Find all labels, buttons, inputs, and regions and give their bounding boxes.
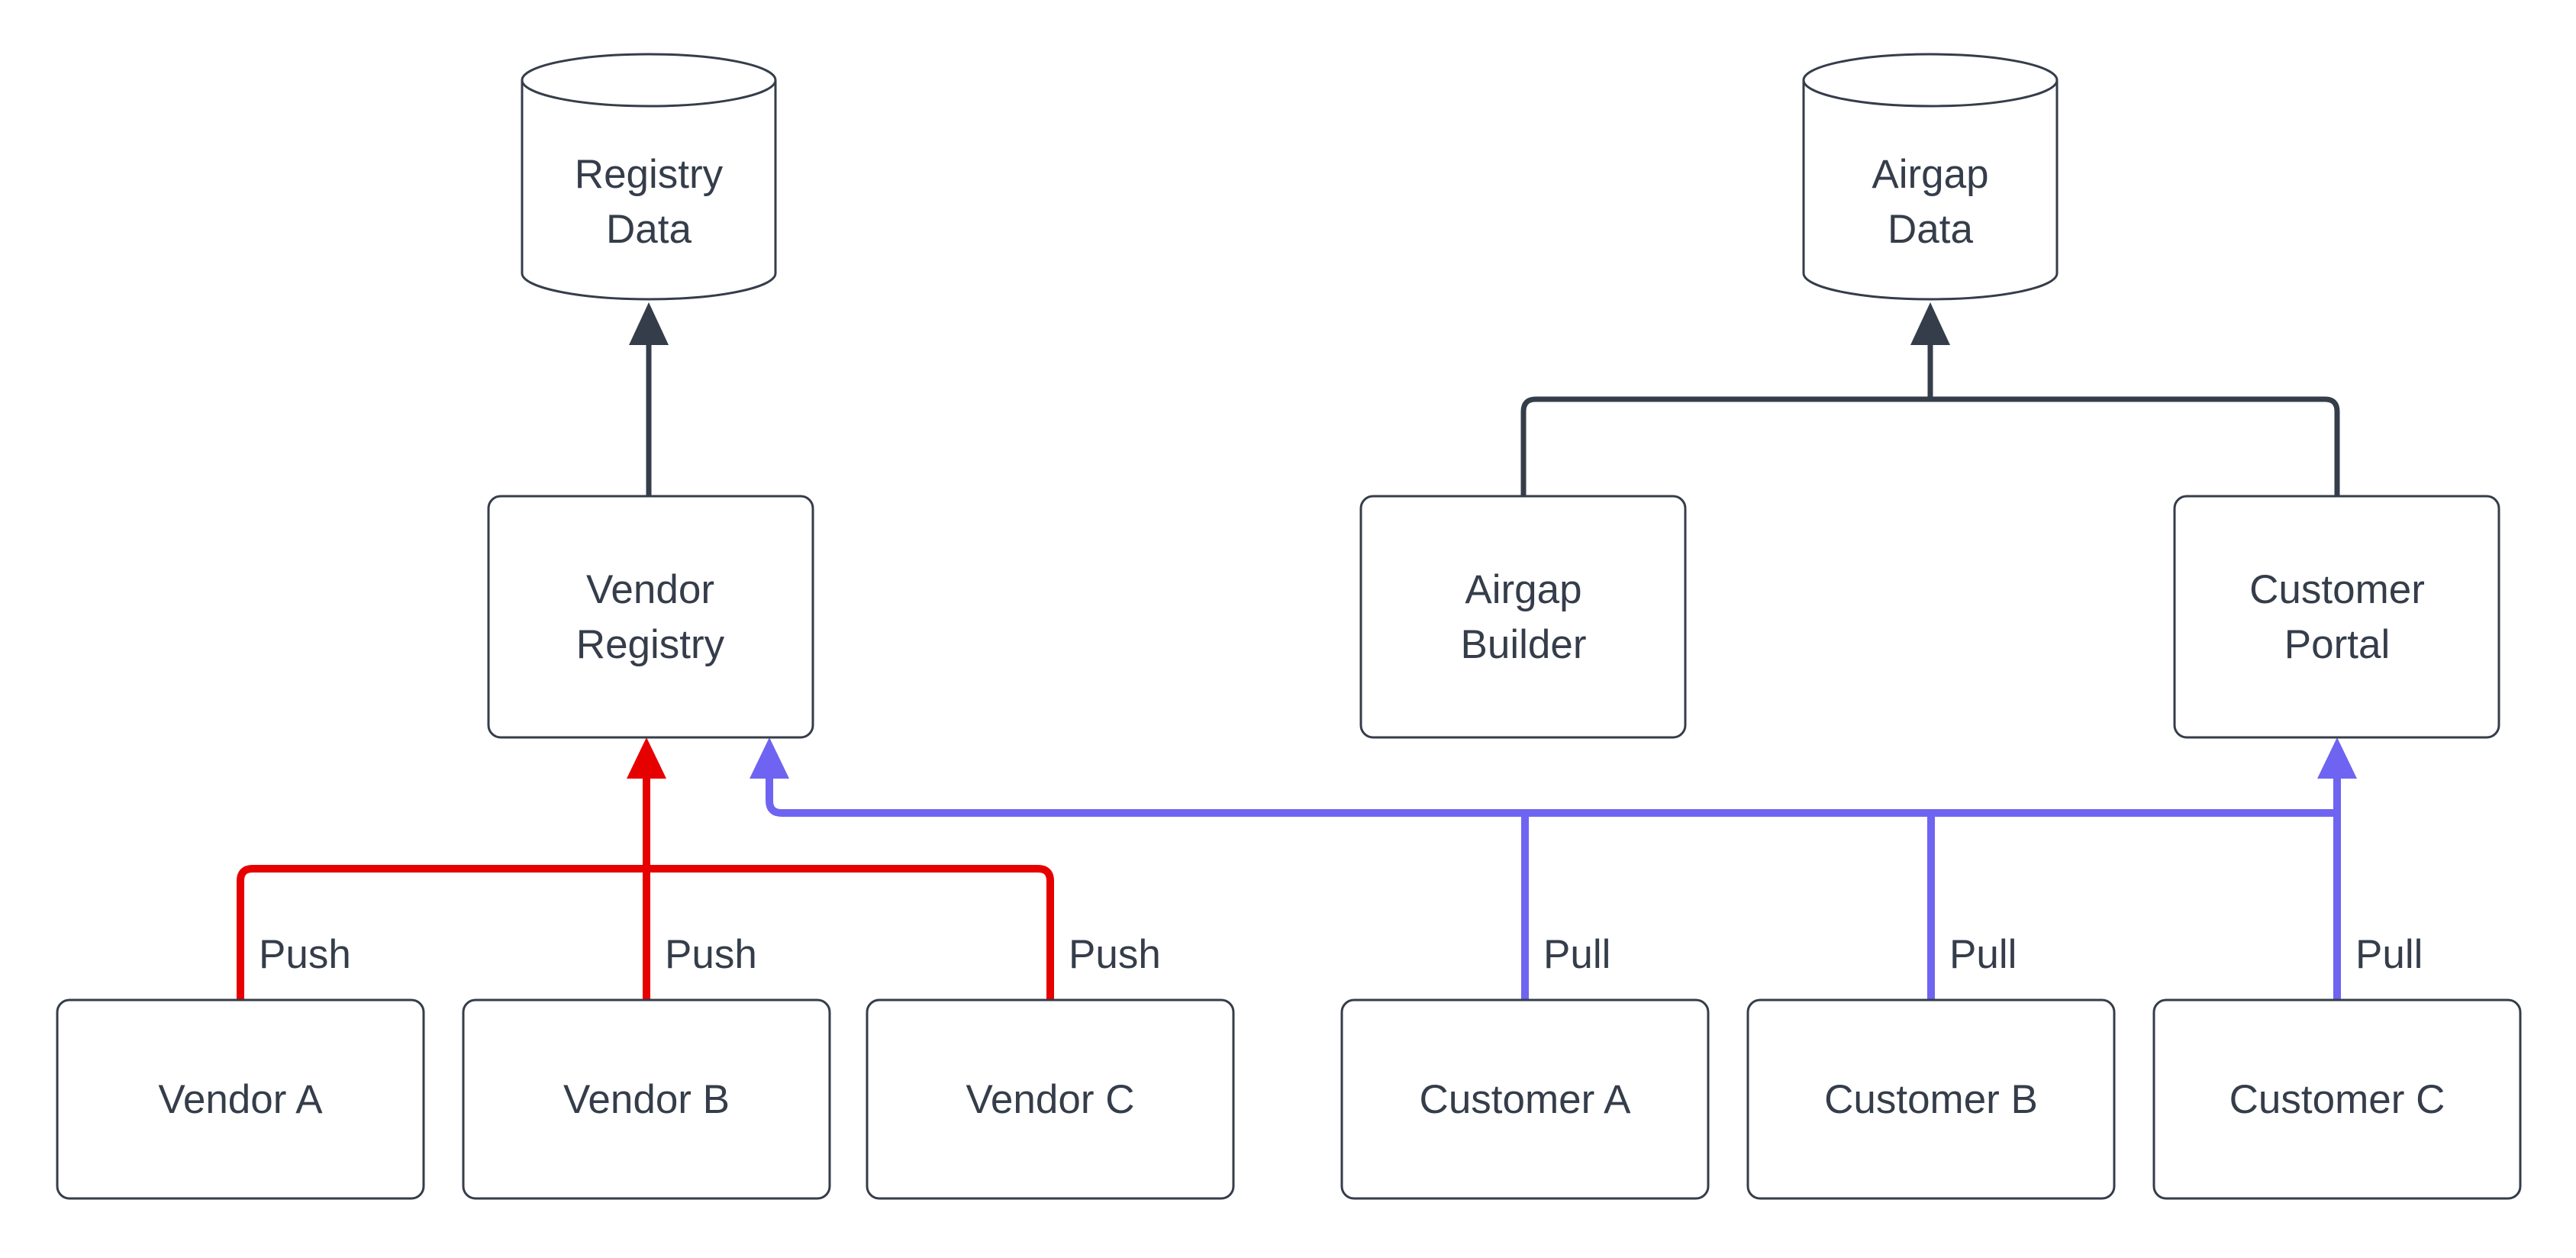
cylinder-body (1802, 80, 2059, 301)
node-rect (1340, 998, 1710, 1200)
node-label: Vendor A (158, 1077, 323, 1122)
node-label-line2: Builder (1461, 622, 1587, 667)
edge-vendors-push-bus (237, 737, 1054, 1000)
arrowhead-up-icon (750, 737, 789, 779)
node-label-line1: Registry (575, 152, 724, 197)
edge-label-pull-customer-c: Pull (2355, 932, 2423, 977)
node-rect (487, 495, 814, 739)
node-label-line1: Airgap (1465, 567, 1581, 612)
edge-builder-portal-to-airgap-data (1520, 302, 2340, 496)
node-customer-a: Customer A (1340, 998, 1710, 1200)
edge-line (1520, 396, 2340, 496)
edge-line (766, 776, 2337, 817)
edge-label-pull-customer-a: Pull (1543, 932, 1610, 977)
arrowhead-up-icon (627, 737, 666, 779)
arrowhead-up-icon (2317, 737, 2357, 779)
node-airgap-builder: Airgap Builder (1359, 495, 1687, 739)
node-airgap-data: Airgap Data (1802, 53, 2059, 301)
node-label: Customer A (1420, 1077, 1632, 1122)
node-rect (56, 998, 425, 1200)
node-label: Vendor C (966, 1077, 1135, 1122)
edge-vendor-registry-to-registry-data (629, 302, 669, 496)
cylinder-top (521, 53, 777, 108)
node-label-line1: Vendor (586, 567, 714, 612)
node-label-line1: Airgap (1872, 152, 1988, 197)
node-vendor-b: Vendor B (462, 998, 831, 1200)
node-vendor-c: Vendor C (866, 998, 1235, 1200)
edge-label-push-vendor-c: Push (1069, 932, 1161, 977)
node-rect (1746, 998, 2116, 1200)
node-registry-data: Registry Data (521, 53, 777, 301)
edge-customers-pull-bus (750, 737, 2357, 1000)
node-label-line1: Customer (2249, 567, 2425, 612)
node-label: Customer B (1824, 1077, 2038, 1122)
node-label-line2: Data (1888, 207, 1973, 252)
edge-label-push-vendor-a: Push (259, 932, 351, 977)
node-customer-portal: Customer Portal (2173, 495, 2500, 739)
node-label-line2: Data (606, 207, 692, 252)
node-label: Vendor B (563, 1077, 730, 1122)
node-rect (462, 998, 831, 1200)
node-label: Customer C (2229, 1077, 2445, 1122)
node-vendor-a: Vendor A (56, 998, 425, 1200)
node-label-line2: Registry (576, 622, 725, 667)
arrowhead-up-icon (629, 302, 669, 345)
node-rect (866, 998, 1235, 1200)
node-rect (1359, 495, 1687, 739)
node-rect (2152, 998, 2522, 1200)
arrowhead-up-icon (1910, 302, 1950, 345)
edge-label-pull-customer-b: Pull (1949, 932, 2017, 977)
node-label-line2: Portal (2284, 622, 2390, 667)
cylinder-body (521, 80, 777, 301)
node-vendor-registry: Vendor Registry (487, 495, 814, 739)
edge-label-push-vendor-b: Push (665, 932, 757, 977)
node-customer-b: Customer B (1746, 998, 2116, 1200)
cylinder-top (1802, 53, 2059, 108)
node-customer-c: Customer C (2152, 998, 2522, 1200)
node-rect (2173, 495, 2500, 739)
